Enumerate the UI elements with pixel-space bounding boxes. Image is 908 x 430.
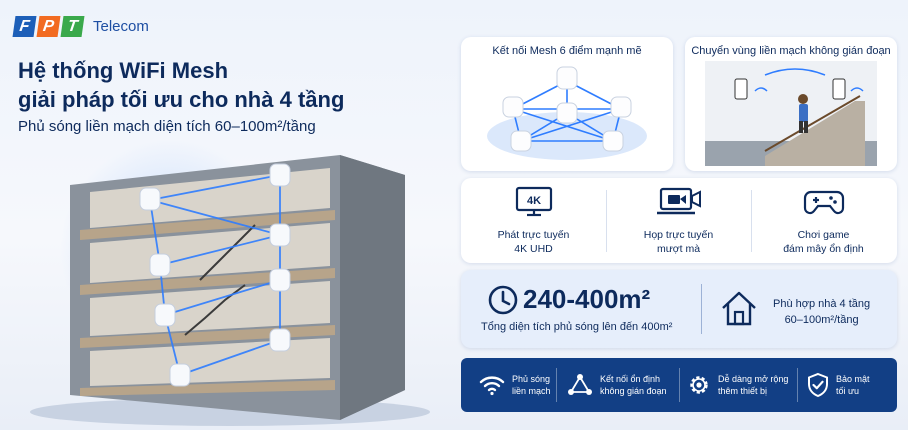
feature-meeting-line1: Họp trực tuyến (643, 229, 714, 241)
network-icon (568, 374, 592, 395)
benefit-stable-line1: Kết nối ổn định (600, 374, 661, 384)
feature-gaming-line2: đám mây ổn định (783, 243, 864, 255)
gear-icon (690, 376, 708, 394)
feature-4k-streaming: 4K Phát trực tuyến 4K UHD (461, 178, 606, 263)
wifi-icon (479, 376, 505, 396)
shield-check-icon (808, 372, 828, 398)
benefit-expandable-label: Dễ dàng mở rộng thêm thiết bị (718, 373, 788, 397)
feature-divider (606, 190, 607, 252)
benefit-coverage: Phủ sóng liền mạch (479, 358, 551, 412)
brand-name: Telecom (93, 18, 149, 35)
coverage-fit-label: Phù hợp nhà 4 tầng 60–100m²/tầng (773, 296, 870, 328)
feature-divider (751, 190, 752, 252)
coverage-fit-line1: Phù hợp nhà 4 tầng (773, 298, 871, 310)
house-icon (722, 291, 756, 326)
mesh-card: Kết nối Mesh 6 điểm mạnh mẽ (461, 37, 673, 171)
feature-4k-line1: Phát trực tuyến (497, 229, 570, 241)
benefit-expandable: Dễ dàng mở rộng thêm thiết bị (687, 358, 788, 412)
feature-4k-label: Phát trực tuyến 4K UHD (461, 228, 606, 256)
benefits-bar: Phủ sóng liền mạch Kết nối ổn định không… (461, 358, 897, 412)
laptop-video-icon (656, 187, 701, 215)
feature-4k-line2: 4K UHD (514, 243, 553, 255)
coverage-description: Tổng diện tích phủ sóng lên đến 400m² (481, 321, 673, 333)
benefit-expandable-line2: thêm thiết bị (718, 386, 768, 396)
monitor-4k-badge: 4K (526, 195, 540, 207)
coverage-divider (701, 284, 702, 334)
features-card: 4K Phát trực tuyến 4K UHD Họp trực tuyến… (461, 178, 897, 263)
benefit-coverage-line1: Phủ sóng (512, 374, 551, 384)
benefit-divider (556, 368, 557, 402)
benefit-security-line2: tối ưu (836, 386, 860, 396)
coverage-value: 240-400m² (523, 284, 651, 314)
coverage-fit-line2: 60–100m²/tầng (784, 314, 859, 326)
feature-cloud-gaming: Chơi game đám mây ổn định (751, 178, 896, 263)
benefit-divider (797, 368, 798, 402)
benefit-coverage-line2: liền mạch (512, 386, 551, 396)
mesh-card-title: Kết nối Mesh 6 điểm mạnh mẽ (492, 45, 642, 57)
benefit-divider (679, 368, 680, 402)
mesh-network-diagram (487, 66, 647, 160)
fpt-telecom-logo: F P T Telecom (12, 16, 149, 37)
feature-meeting-line2: mượt mà (656, 243, 701, 255)
roaming-card: Chuyển vùng liền mạch không gián đoạn (685, 37, 897, 171)
benefit-expandable-line1: Dễ dàng mở rộng (718, 374, 789, 384)
fpt-logo-mark: F P T (12, 16, 85, 37)
coverage-card: 240-400m² Tổng diện tích phủ sóng lên đế… (461, 270, 897, 348)
hero-subtitle: Phủ sóng liền mạch diện tích 60–100m²/tầ… (18, 118, 316, 135)
clock-icon (488, 285, 518, 315)
house-illustration (10, 140, 450, 430)
roaming-illustration (705, 61, 877, 166)
benefit-security-label: Bảo mật tối ưu (836, 373, 870, 397)
benefit-stable-connection: Kết nối ổn định không gián đoạn (567, 358, 667, 412)
hero-title: Hệ thống WiFi Mesh giải pháp tối ưu cho … (18, 56, 418, 114)
hero-title-line1: Hệ thống WiFi Mesh (18, 58, 229, 83)
feature-gaming-label: Chơi game đám mây ổn định (751, 228, 896, 256)
logo-letter-p: P (36, 16, 61, 37)
feature-meeting-label: Họp trực tuyến mượt mà (606, 228, 751, 256)
benefit-security: Bảo mật tối ưu (807, 358, 870, 412)
benefit-stable-line2: không gián đoạn (600, 386, 667, 396)
feature-video-meeting: Họp trực tuyến mượt mà (606, 178, 751, 263)
benefit-coverage-label: Phủ sóng liền mạch (512, 373, 551, 397)
monitor-4k-icon: 4K (515, 186, 552, 217)
logo-letter-t: T (60, 16, 85, 37)
benefit-security-line1: Bảo mật (836, 374, 870, 384)
gamepad-icon (803, 190, 844, 215)
hero-title-line2: giải pháp tối ưu cho nhà 4 tầng (18, 87, 345, 112)
feature-gaming-line1: Chơi game (797, 229, 850, 241)
benefit-stable-label: Kết nối ổn định không gián đoạn (600, 373, 667, 397)
logo-letter-f: F (12, 16, 37, 37)
roaming-card-title: Chuyển vùng liền mạch không gián đoạn (691, 45, 891, 57)
